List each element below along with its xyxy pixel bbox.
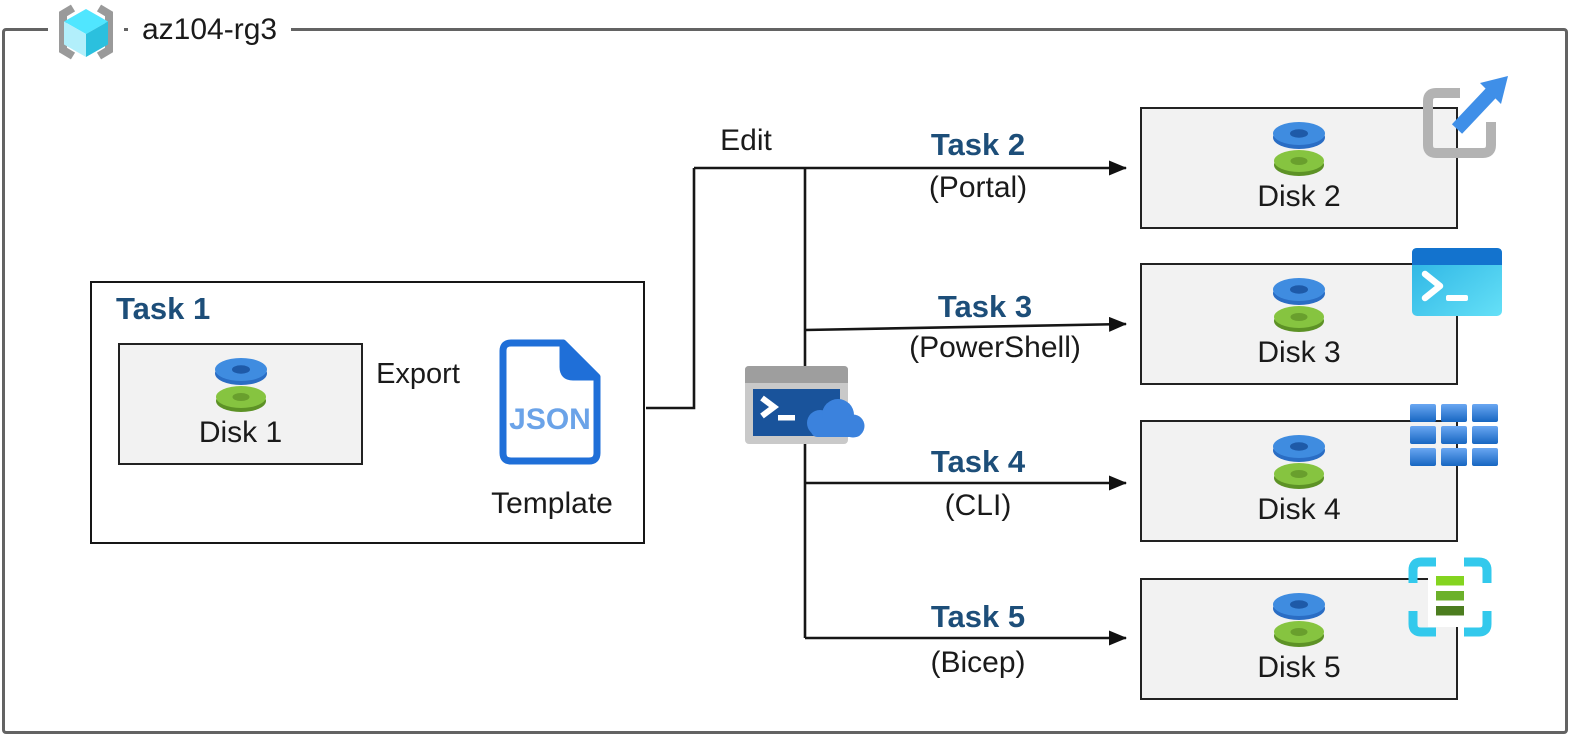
powershell-icon: [1412, 248, 1502, 321]
resource-group-name: az104-rg3: [128, 10, 292, 50]
resource-group-boundary: [2, 28, 1568, 734]
json-badge-text: JSON: [509, 403, 591, 436]
cloud-shell-icon: [745, 366, 870, 456]
disk5-box: Disk 5: [1140, 578, 1458, 700]
disk3-box: Disk 3: [1140, 263, 1458, 385]
disk-icon: [1267, 433, 1331, 491]
disk4-label: Disk 4: [1257, 493, 1341, 526]
disk1-box: Disk 1: [118, 343, 363, 465]
json-template-icon: JSON: [493, 336, 607, 473]
disk2-box: Disk 2: [1140, 107, 1458, 229]
portal-icon: [1414, 66, 1514, 166]
edit-elbow-connector: [646, 168, 696, 410]
disk2-label: Disk 2: [1257, 180, 1341, 213]
resource-group-icon: [48, 1, 124, 68]
disk4-box: Disk 4: [1140, 420, 1458, 542]
task3-arrow: [804, 316, 1127, 332]
disk5-label: Disk 5: [1257, 651, 1341, 684]
disk1-label: Disk 1: [198, 416, 283, 449]
task3-title: Task 3: [937, 289, 1033, 324]
task1-title: Task 1: [116, 291, 211, 326]
disk-icon: [1267, 276, 1331, 334]
bicep-icon: [1408, 557, 1492, 642]
cli-icon: [1410, 404, 1498, 471]
disk-icon: [1267, 591, 1331, 649]
export-label: Export: [376, 358, 460, 390]
task3-method: (PowerShell): [909, 331, 1081, 364]
task5-title: Task 5: [930, 599, 1026, 634]
task2-title: Task 2: [930, 127, 1026, 162]
task4-method: (CLI): [944, 489, 1012, 522]
disk3-label: Disk 3: [1257, 336, 1341, 369]
edit-label: Edit: [720, 124, 772, 157]
task2-method: (Portal): [928, 171, 1028, 204]
disk-icon: [209, 356, 273, 414]
disk-icon: [1267, 120, 1331, 178]
task4-title: Task 4: [930, 444, 1026, 479]
template-label: Template: [491, 487, 613, 520]
task5-method: (Bicep): [930, 646, 1026, 679]
